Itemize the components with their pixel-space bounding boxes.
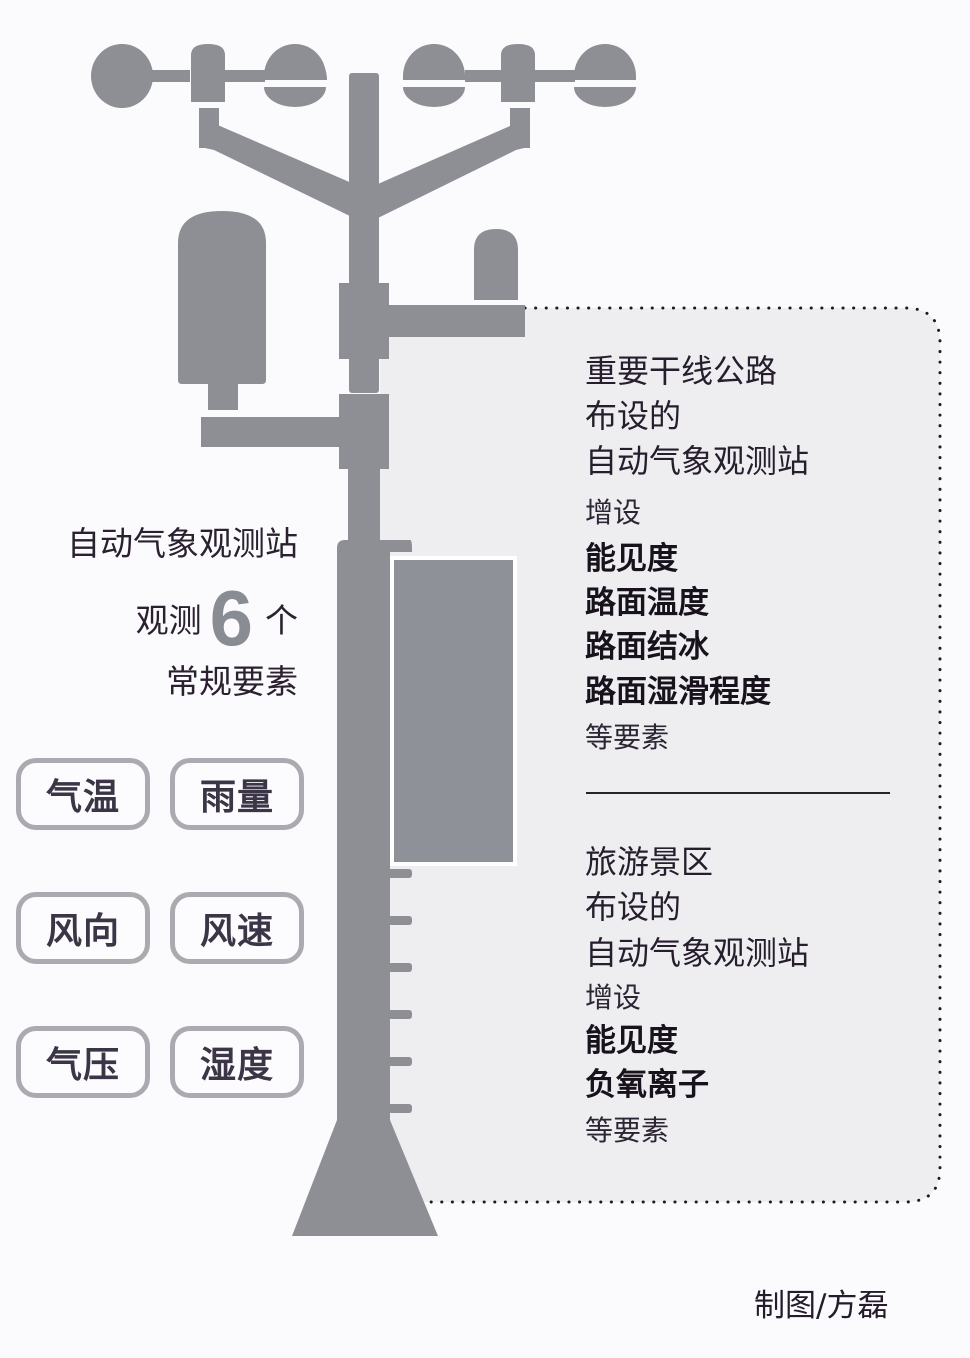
scenic-item: 能见度 (585, 1023, 678, 1059)
element-chip-wind-speed: 风速 (170, 892, 304, 964)
element-chip-rainfall: 雨量 (170, 758, 304, 830)
highway-item: 路面结冰 (585, 629, 709, 665)
count-number: 6 (209, 574, 253, 662)
scenic-added-label: 增设 (585, 981, 642, 1014)
element-chip-pressure: 气压 (16, 1026, 150, 1098)
count-suffix: 个 (265, 601, 298, 640)
summary-subtitle: 常规要素 (166, 662, 298, 701)
summary-count: 观测 6 个 (136, 578, 298, 658)
highway-item: 能见度 (585, 541, 678, 577)
section-divider (586, 792, 890, 794)
scenic-heading-line-3: 自动气象观测站 (585, 934, 810, 972)
highway-etc-label: 等要素 (585, 721, 670, 754)
graphic-credit: 制图/方磊 (754, 1288, 889, 1324)
scenic-heading-line-2: 布设的 (585, 888, 682, 926)
scenic-etc-label: 等要素 (585, 1114, 670, 1147)
scenic-item: 负氧离子 (585, 1067, 709, 1103)
highway-heading-line-2: 布设的 (585, 397, 682, 435)
scenic-heading-line-1: 旅游景区 (585, 843, 714, 881)
highway-heading-line-3: 自动气象观测站 (585, 442, 810, 480)
element-chip-temperature: 气温 (16, 758, 150, 830)
summary-title: 自动气象观测站 (67, 524, 298, 563)
highway-item: 路面湿滑程度 (585, 674, 771, 710)
count-prefix: 观测 (135, 601, 202, 640)
element-chip-wind-direction: 风向 (16, 892, 150, 964)
highway-item: 路面温度 (585, 585, 709, 621)
highway-heading-line-1: 重要干线公路 (585, 352, 778, 390)
element-chip-humidity: 湿度 (170, 1026, 304, 1098)
control-box-icon (394, 560, 513, 862)
anemometer-left-icon (91, 44, 327, 108)
anemometer-right-icon (403, 44, 636, 107)
highway-added-label: 增设 (585, 496, 642, 529)
